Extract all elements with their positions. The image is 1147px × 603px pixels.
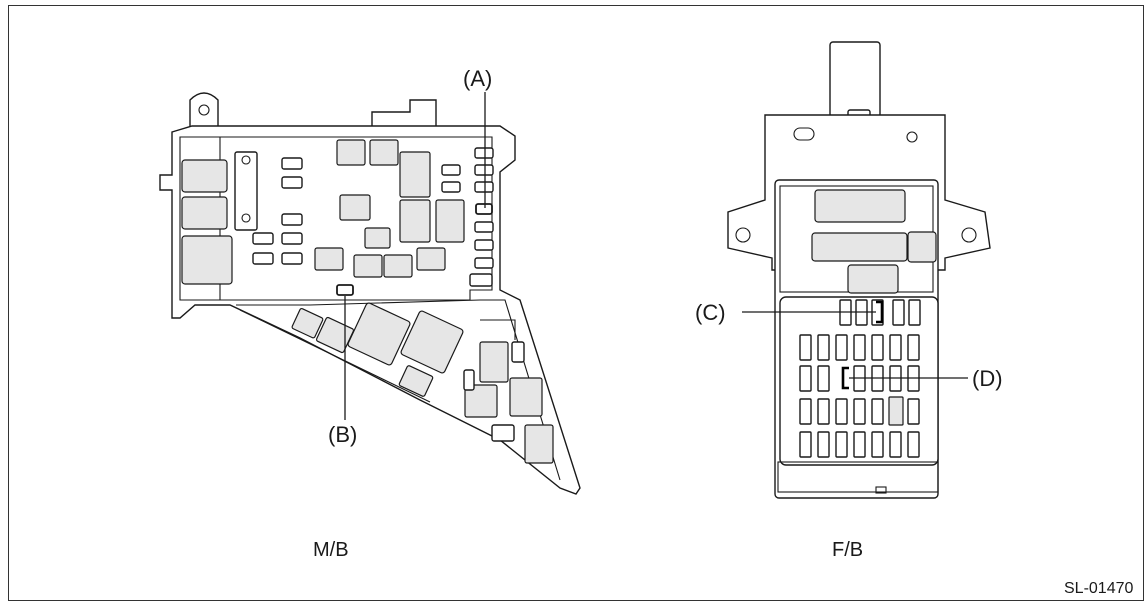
fuse-d-marker	[841, 366, 849, 390]
figure-frame	[8, 5, 1144, 601]
interior-fuse-box-drawing	[727, 41, 991, 499]
callout-d: (D)	[972, 366, 1003, 391]
callout-b: (B)	[328, 422, 358, 447]
callout-c: (C)	[695, 300, 726, 325]
caption-main-box: M/B	[313, 539, 349, 561]
main-fuse-box-drawing	[159, 92, 581, 495]
caption-fuse-box: F/B	[832, 539, 864, 561]
callout-a: (A)	[463, 66, 493, 91]
fuse-c-marker	[876, 300, 884, 324]
figure-id: SL-01470	[1064, 580, 1134, 597]
